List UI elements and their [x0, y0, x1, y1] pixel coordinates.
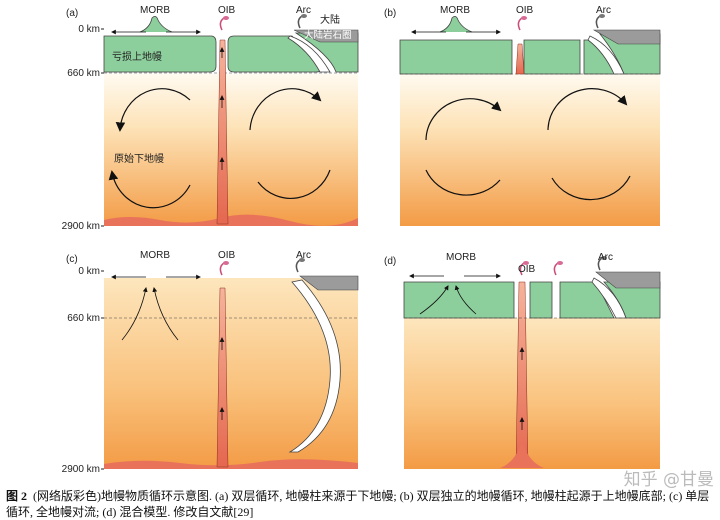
panel-c-arc-label: Arc — [296, 250, 311, 261]
panel-a-depth-2900: 2900 km — [62, 221, 100, 232]
panel-c-oib-label: OIB — [218, 250, 236, 261]
panel-b-arc-label: Arc — [596, 5, 611, 16]
mantle-circulation-figure: (a) 0 km 660 km 2900 km MORB OIB Arc 大陆 … — [62, 5, 661, 475]
panel-a-depth-660: 660 km — [67, 68, 100, 79]
panel-b-plume — [515, 43, 525, 75]
panel-c-morb-label: MORB — [140, 250, 170, 261]
panel-c: (c) 0 km 660 km 2900 km MORB OIB Arc — [62, 250, 359, 475]
panel-d: (d) MORB OIB Arc — [384, 252, 661, 469]
panel-d-plume — [515, 281, 529, 468]
panel-a-depleted-label: 亏损上地幔 — [112, 50, 162, 63]
panel-a-arc-label: Arc — [296, 5, 311, 16]
watermark: 知乎 @甘曼 — [623, 470, 714, 490]
panel-a-plume — [216, 39, 229, 225]
panel-b-slab — [587, 35, 625, 75]
panel-a-continent-label: 大陆 — [320, 13, 340, 26]
caption-figure-number: 图 2 — [6, 489, 28, 503]
panel-b-continent — [592, 29, 661, 45]
panel-a-cmb-layer — [104, 214, 358, 226]
panel-d-depleted-mantle-left — [403, 281, 515, 319]
panel-b-morb-label: MORB — [440, 5, 470, 16]
panel-a-morb-label: MORB — [140, 5, 170, 16]
panel-c-letter: (c) — [66, 254, 78, 265]
panel-d-oib-label: OIB — [518, 264, 536, 275]
panel-c-plume — [216, 287, 229, 468]
panel-b-letter: (b) — [384, 8, 396, 19]
panel-a-slab — [287, 35, 331, 73]
panel-d-letter: (d) — [384, 256, 396, 267]
panel-d-continent — [595, 271, 661, 289]
panel-a-lower-mantle — [104, 74, 358, 226]
figure-caption: 图 2(网络版彩色)地幔物质循环示意图. (a) 双层循环, 地幔柱来源于下地幔… — [6, 488, 718, 520]
panel-c-depth-0: 0 km — [78, 266, 100, 277]
panel-d-morb-label: MORB — [446, 252, 476, 263]
panel-a-letter: (a) — [66, 8, 78, 19]
panel-c-depth-2900: 2900 km — [62, 464, 100, 475]
panel-d-arc-label: Arc — [598, 252, 613, 263]
panel-d-lower-mantle — [404, 318, 660, 469]
panel-c-depth-660: 660 km — [67, 313, 100, 324]
panel-c-slab — [288, 279, 341, 453]
panel-b-depleted-mantle-left — [399, 39, 513, 75]
panel-a-depleted-mantle-left — [103, 35, 217, 73]
panel-b-lower-mantle — [400, 74, 660, 226]
panel-a-depth-0: 0 km — [78, 24, 100, 35]
panel-b: (b) MORB OIB Arc — [384, 5, 661, 226]
caption-text: (网络版彩色)地幔物质循环示意图. (a) 双层循环, 地幔柱来源于下地幔; (… — [6, 489, 710, 519]
panel-a-primitive-label: 原始下地幔 — [114, 152, 164, 165]
panel-a-continent — [293, 29, 359, 43]
panel-b-oib-label: OIB — [516, 5, 534, 16]
panel-b-depleted-mantle-mid — [523, 39, 581, 75]
panel-a-lithosphere-label: 大陆岩石圈 — [304, 29, 352, 41]
panel-a: (a) 0 km 660 km 2900 km MORB OIB Arc 大陆 … — [62, 5, 359, 232]
panel-a-oib-label: OIB — [218, 5, 236, 16]
